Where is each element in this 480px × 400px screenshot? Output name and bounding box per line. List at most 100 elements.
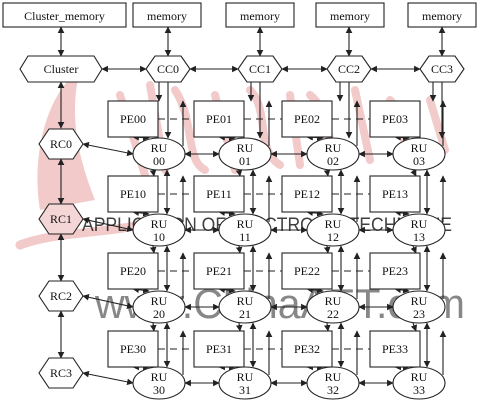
ru-label-bottom: 31 [239, 383, 251, 397]
cc2-hexagon: CC2 [326, 55, 372, 83]
ru-label-top: RU [237, 294, 254, 308]
pe-label: PE00 [120, 112, 146, 126]
rc-to-ru-link [82, 370, 134, 386]
ru-label-bottom: 30 [153, 383, 165, 397]
ru-label-top: RU [151, 370, 168, 384]
ru-label-top: RU [237, 217, 254, 231]
rc-label: RC2 [50, 289, 72, 303]
ru-label-top: RU [325, 370, 342, 384]
ru-to-pe-link [235, 169, 243, 177]
ru-to-pe-link [149, 322, 157, 332]
cluster-controller-row: Cluster CC0 CC1 CC2 CC3 [19, 55, 465, 83]
pe10-box: PE10 [107, 175, 159, 213]
pe32-box: PE32 [281, 330, 333, 368]
svg-text:CC1: CC1 [249, 62, 271, 76]
pe22-box: PE22 [281, 252, 333, 290]
pe-label: PE10 [120, 187, 146, 201]
ru-to-pe-link [323, 245, 331, 254]
rc3-hexagon: RC3 [38, 357, 84, 389]
ru-label-bottom: 32 [327, 383, 339, 397]
pe33-box: PE33 [369, 330, 421, 368]
pe-label: PE21 [206, 264, 232, 278]
pe01-box: PE01 [193, 100, 245, 138]
ru-to-pe-link [149, 169, 157, 177]
ru-label-top: RU [325, 294, 342, 308]
rc2-hexagon: RC2 [38, 280, 84, 312]
ru-label-top: RU [325, 141, 342, 155]
svg-text:memory: memory [240, 9, 280, 23]
pe00-box: PE00 [107, 100, 159, 138]
svg-text:CC3: CC3 [431, 62, 453, 76]
rc-label: RC3 [50, 366, 72, 380]
pe-label: PE11 [206, 187, 232, 201]
ru-label-bottom: 03 [413, 154, 425, 168]
pe12-box: PE12 [281, 175, 333, 213]
pe02-box: PE02 [281, 100, 333, 138]
pe20-box: PE20 [107, 252, 159, 290]
ru-label-bottom: 11 [239, 230, 251, 244]
rc-to-ru-link [82, 294, 134, 309]
ru-label-top: RU [411, 141, 428, 155]
pe-label: PE30 [120, 342, 146, 356]
ru-to-pe-link [410, 322, 418, 332]
cluster-memory-box: Cluster_memory [2, 2, 127, 28]
ru-label-top: RU [151, 141, 168, 155]
memory-box-1: memory [225, 2, 295, 28]
ru-label-bottom: 12 [327, 230, 339, 244]
pe-label: PE02 [294, 112, 320, 126]
ru-to-pe-link [235, 245, 243, 254]
rc-label: RC0 [50, 137, 72, 151]
connector-lines [57, 26, 447, 387]
pe-label: PE01 [206, 112, 232, 126]
ru-label-bottom: 02 [327, 154, 339, 168]
svg-text:Cluster_memory: Cluster_memory [24, 9, 105, 23]
pe-label: PE20 [120, 264, 146, 278]
pe-label: PE31 [206, 342, 232, 356]
rc-label: RC1 [50, 212, 72, 226]
pe11-box: PE11 [193, 175, 245, 213]
pe-label: PE22 [294, 264, 320, 278]
memory-row: Cluster_memory memory memory memory memo… [2, 2, 477, 28]
ru-to-pe-link [149, 245, 157, 254]
pe-label: PE03 [382, 112, 408, 126]
ru-label-top: RU [411, 370, 428, 384]
ru-to-pe-link [323, 322, 331, 332]
ru-to-pe-link [410, 245, 417, 254]
ru-label-bottom: 01 [239, 154, 251, 168]
pe03-box: PE03 [369, 100, 421, 138]
ru-label-bottom: 20 [153, 307, 165, 321]
pe23-box: PE23 [369, 252, 421, 290]
ru-label-top: RU [151, 294, 168, 308]
ru-label-top: RU [325, 217, 342, 231]
ru-label-top: RU [237, 141, 254, 155]
rc1-hexagon: RC1 [38, 203, 84, 235]
ru-label-bottom: 23 [413, 307, 425, 321]
ru-label-bottom: 22 [327, 307, 339, 321]
pe13-box: PE13 [369, 175, 421, 213]
svg-text:memory: memory [147, 9, 187, 23]
pe31-box: PE31 [193, 330, 245, 368]
ru-to-pe-link [323, 169, 331, 177]
ru-label-bottom: 00 [153, 154, 165, 168]
memory-box-0: memory [132, 2, 202, 28]
ru-label-bottom: 33 [413, 383, 425, 397]
svg-text:memory: memory [422, 9, 462, 23]
ru-label-top: RU [237, 370, 254, 384]
memory-box-2: memory [315, 2, 385, 28]
ru-label-top: RU [411, 294, 428, 308]
rc-to-ru-link [82, 217, 134, 232]
pe-label: PE33 [382, 342, 408, 356]
